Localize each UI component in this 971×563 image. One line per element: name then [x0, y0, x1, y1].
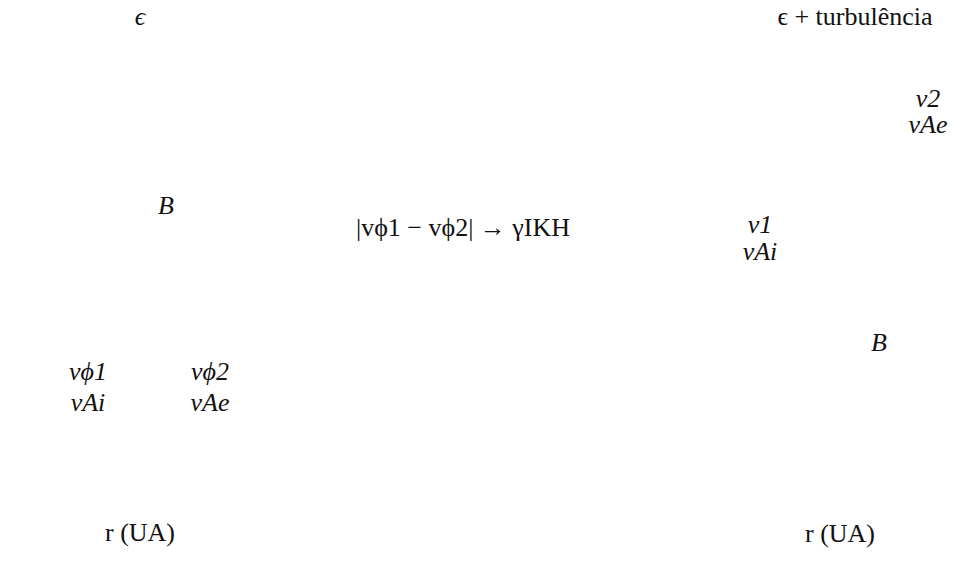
field-circle [118, 188, 152, 222]
region-shape [715, 95, 865, 478]
transition-arrow [290, 256, 636, 260]
plasma-region: v2vAe [845, 95, 971, 478]
band-edge [12, 95, 40, 478]
kelvin-helmholtz-vortex [770, 95, 920, 470]
field-label: B⃗ [158, 192, 194, 219]
region-fill [145, 95, 265, 478]
plasma-region: v1vAi [715, 95, 865, 478]
velocity-symbol: vAe [909, 111, 948, 138]
velocity-symbol: v2 [916, 85, 941, 112]
band-edge [715, 95, 745, 478]
field-circle [869, 273, 903, 307]
velocity-symbol: vAe [191, 389, 230, 416]
velocity-symbol: vϕ2 [191, 358, 229, 385]
instability-condition: |vϕ1 − vϕ2| → γIKH [356, 214, 570, 241]
leader-line [838, 34, 859, 136]
axis-label: r (UA) [105, 519, 175, 546]
region-shape [845, 95, 971, 478]
field-dot [127, 197, 143, 213]
axis-label: r (UA) [805, 520, 875, 547]
field-label: B⃗ [871, 329, 907, 356]
field-dot [878, 282, 894, 298]
velocity-symbol: v1 [748, 211, 773, 238]
leader-line [120, 34, 143, 152]
velocity-symbol: vAi [743, 238, 778, 265]
band-edge [235, 95, 265, 478]
epsilon-label: ϵ [135, 3, 145, 30]
region-fill [845, 95, 971, 478]
axis-arrow [715, 497, 966, 499]
current-sheet [128, 95, 160, 478]
plasma-region: vϕ2 vAe [145, 95, 265, 478]
region-fill [715, 95, 865, 478]
turbulence-label: ϵ + turbulência [777, 3, 932, 30]
plasma-region: vϕ1 vAi [12, 95, 145, 478]
region-shape [145, 95, 265, 478]
region-shape [12, 95, 145, 478]
axis-arrow [20, 497, 276, 499]
velocity-symbol: vAi [71, 389, 106, 416]
region-fill [12, 95, 142, 478]
velocity-symbol: vϕ1 [69, 358, 107, 385]
